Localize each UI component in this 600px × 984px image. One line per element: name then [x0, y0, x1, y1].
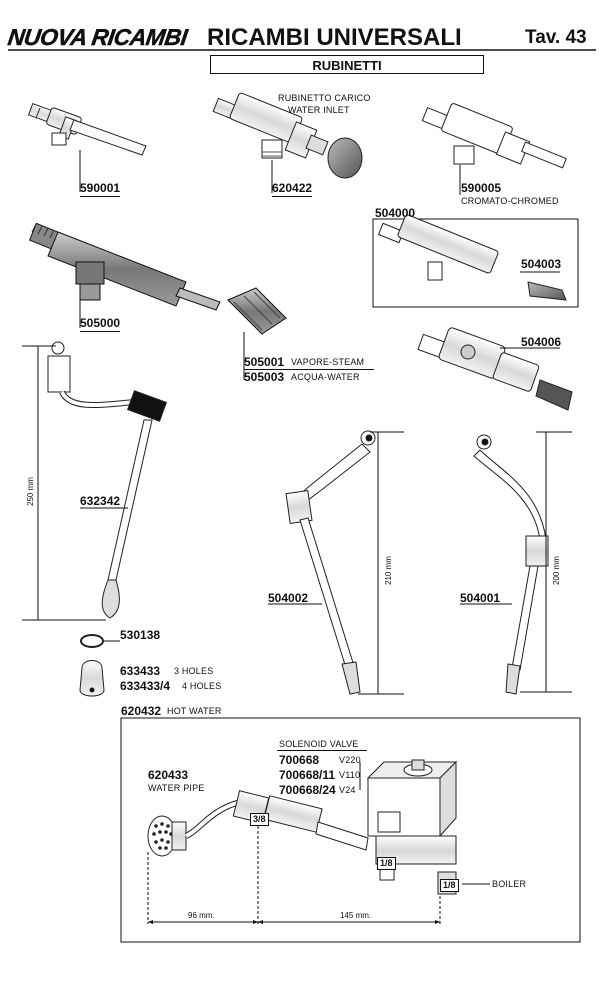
hot-water-desc: HOT WATER: [167, 706, 222, 716]
group-box-620432: [120, 717, 581, 943]
dim-96-label: 96 mm.: [188, 911, 215, 920]
water-pipe-desc: WATER PIPE: [148, 783, 205, 793]
part-530138-code: 530138: [120, 628, 161, 642]
solenoid-label: SOLENOID VALVE: [279, 739, 359, 749]
part-633433-desc: 3 HOLES: [174, 666, 214, 676]
part-505000-code: 505000: [80, 316, 121, 332]
solenoid-24-code: 700668/24: [279, 783, 336, 797]
water-pipe-code: 620433: [148, 768, 189, 782]
part-620422-desc2: WATER INLET: [288, 105, 350, 115]
part-590001-code: 590001: [80, 181, 121, 197]
tap-505000-drawing: [28, 222, 221, 311]
solenoid-divider: [277, 750, 367, 751]
table-number: Tav. 43: [525, 27, 587, 48]
part-633433-4-code: 633433/4: [120, 679, 171, 693]
group-box-504000: [372, 218, 579, 308]
tap-590001-drawing: [27, 102, 147, 156]
solenoid-220-code: 700668: [279, 753, 320, 767]
part-590005-code: 590005: [461, 181, 502, 195]
boiler-label: BOILER: [492, 879, 527, 889]
part-505001-desc: VAPORE-STEAM: [291, 357, 365, 367]
page-title: RICAMBI UNIVERSALI: [207, 24, 462, 51]
solenoid-220-voltage: V220: [339, 755, 361, 765]
wand-504002-drawing: [285, 430, 376, 695]
solenoid-110-voltage: V110: [339, 770, 361, 780]
part-620422-code: 620422: [272, 181, 313, 197]
knob-505001-drawing: [227, 287, 287, 335]
part-504001-code: 504001: [460, 591, 501, 605]
part-505003-code: 505003: [244, 370, 285, 384]
part-620422-desc1: RUBINETTO CARICO: [278, 93, 371, 103]
part-504006-code: 504006: [521, 335, 562, 349]
section-title: RUBINETTI: [210, 55, 484, 74]
fitting-1-8-b: 1/8: [440, 879, 459, 892]
part-633433-code: 633433: [120, 664, 161, 678]
o-ring-530138-drawing: [80, 634, 104, 648]
hot-water-assembly-drawing: [147, 759, 458, 895]
part-633433-4-desc: 4 HOLES: [182, 681, 222, 691]
part-504001-length: 200 mm: [552, 556, 561, 585]
wand-632342-drawing: [47, 341, 168, 619]
solenoid-110-code: 700668/11: [279, 768, 336, 782]
fitting-1-8-a: 1/8: [377, 857, 396, 870]
tip-633433-drawing: [79, 660, 105, 697]
tap-590005-drawing: [421, 103, 567, 169]
part-632342-length: 250 mm: [26, 477, 35, 506]
divider-505001: [244, 369, 374, 370]
dim-145-label: 145 mm.: [340, 911, 372, 920]
part-505003-desc: ACQUA-WATER: [291, 372, 360, 382]
solenoid-24-voltage: V24: [339, 785, 356, 795]
hot-water-code: 620432: [121, 704, 162, 718]
part-505001-code: 505001: [244, 355, 285, 369]
part-504002-length: 210 mm: [384, 556, 393, 585]
water-inlet-620422-drawing: [212, 92, 363, 179]
brand-logo: NUOVA RICAMBI: [6, 24, 189, 50]
part-504002-code: 504002: [268, 591, 309, 605]
tap-504006-drawing: [417, 327, 573, 411]
part-504000-code: 504000: [375, 206, 416, 220]
tap-504000-drawing: [377, 214, 567, 301]
part-632342-code: 632342: [80, 494, 121, 508]
wand-504001-drawing: [473, 434, 549, 695]
part-590005-desc: CROMATO-CHROMED: [461, 196, 559, 206]
fitting-3-8: 3/8: [250, 813, 269, 826]
part-504003-code: 504003: [521, 257, 562, 271]
